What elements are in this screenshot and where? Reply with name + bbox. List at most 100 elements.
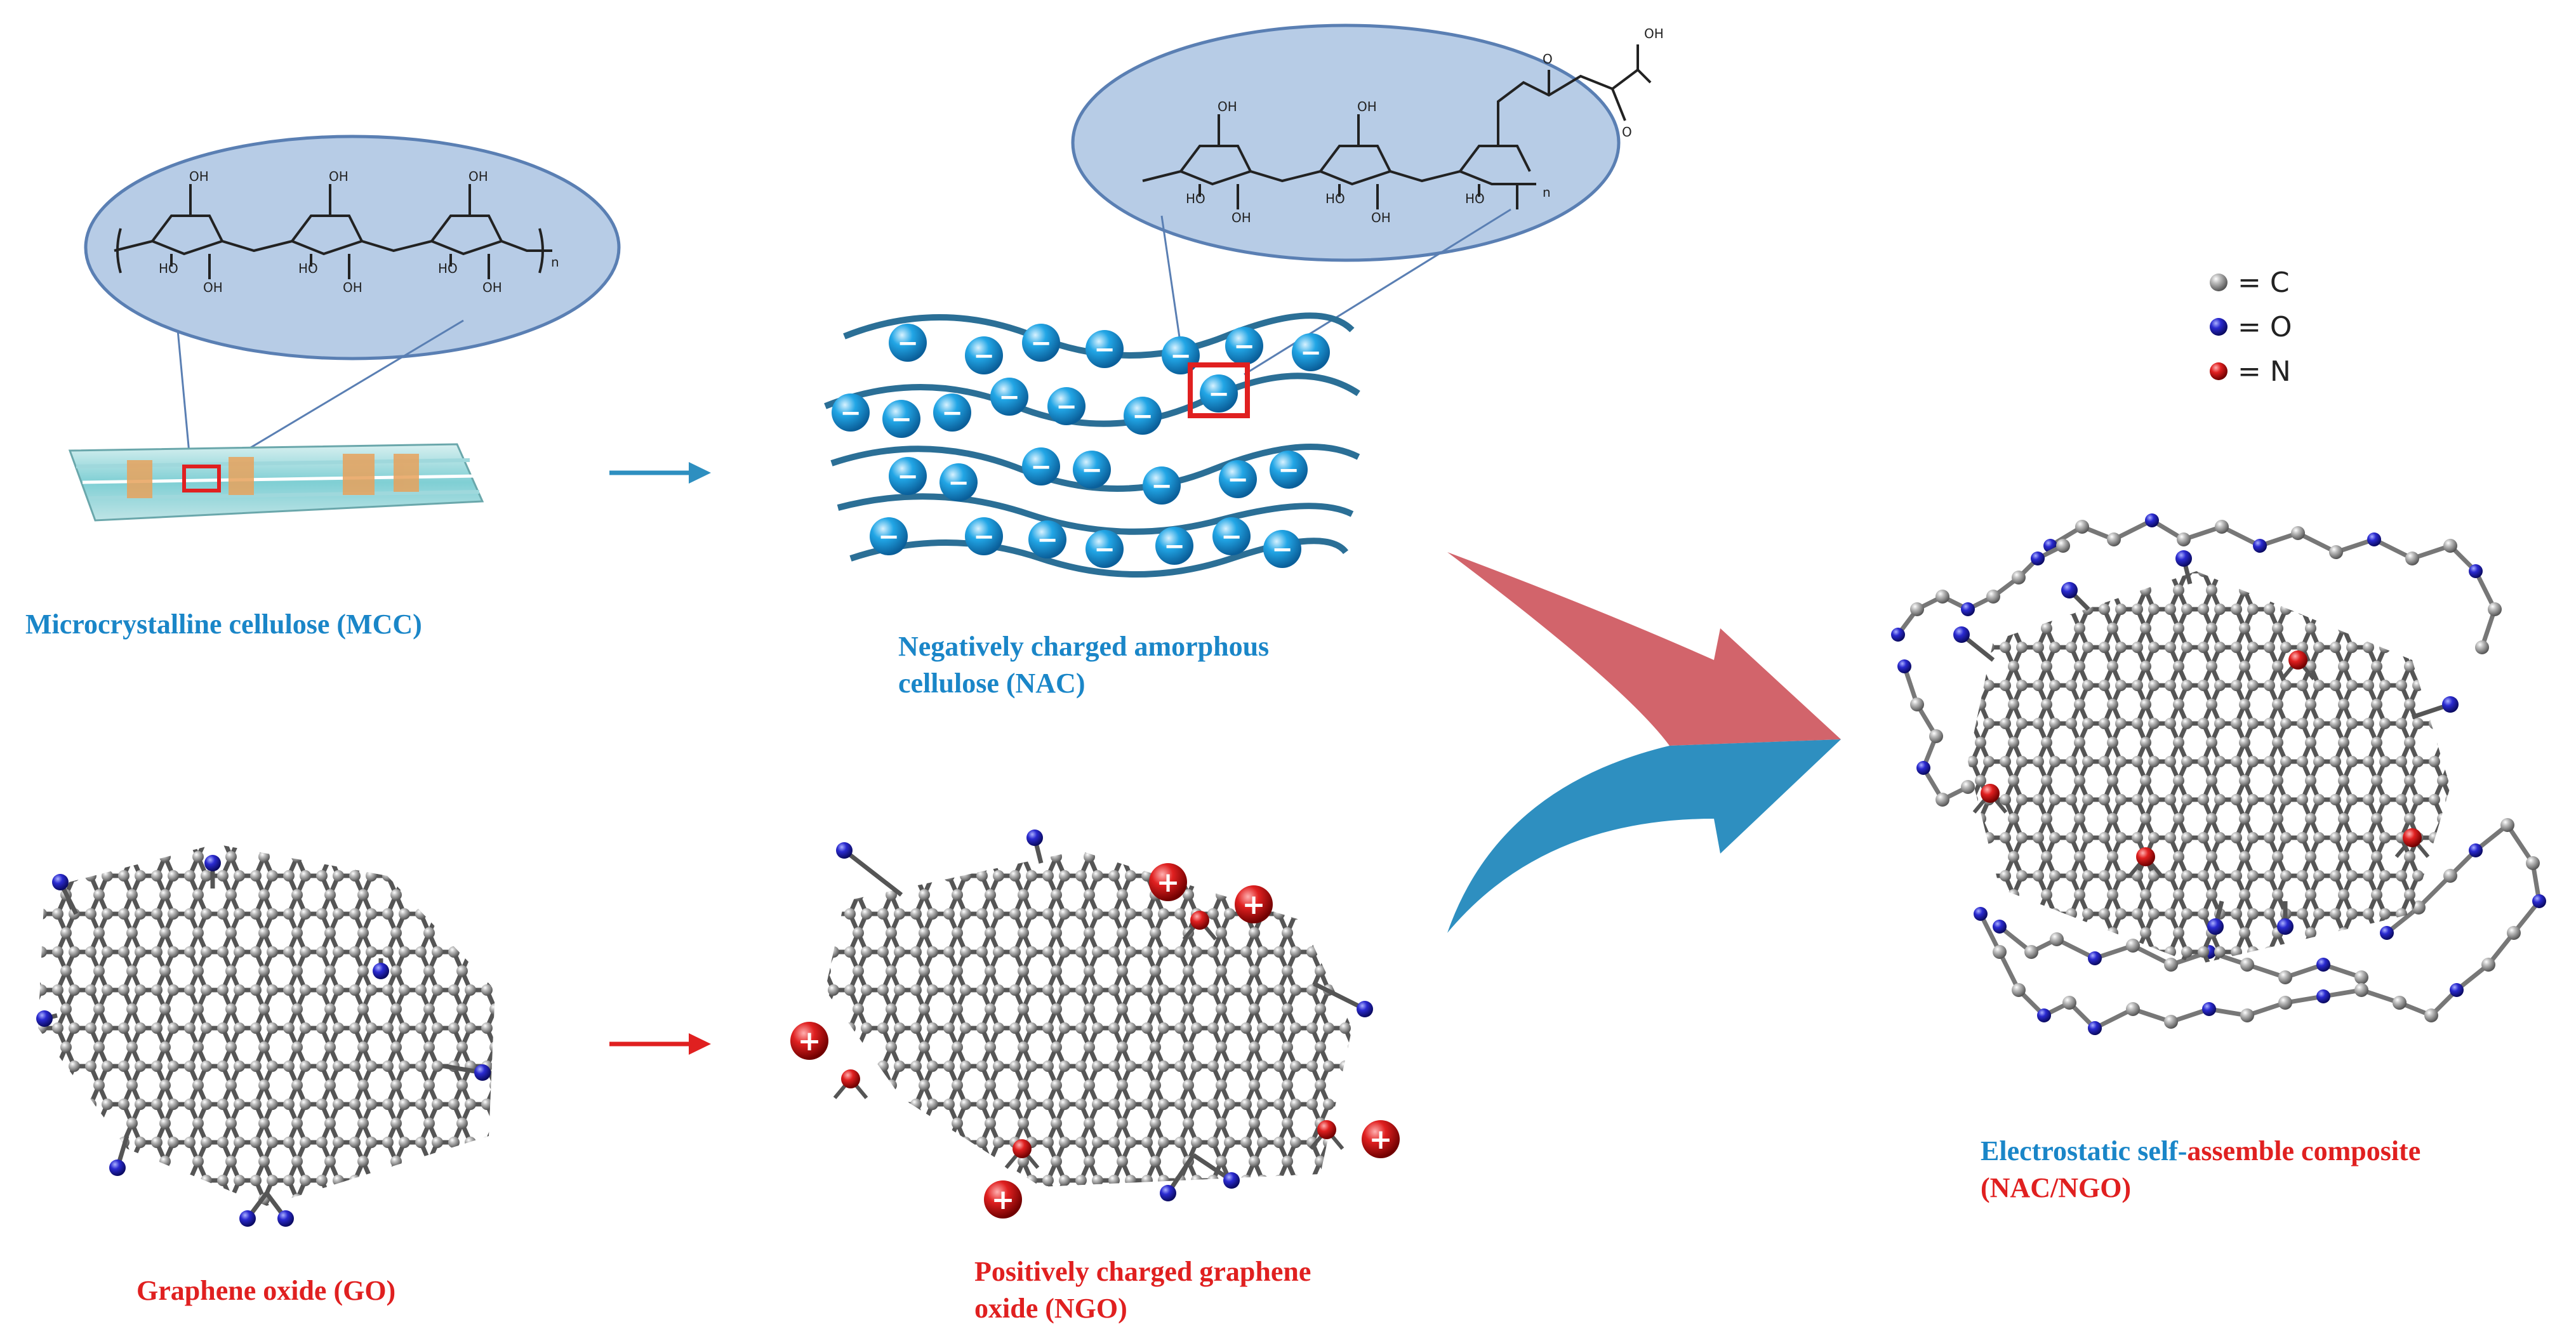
negative-charge-sign: − — [948, 468, 969, 498]
functional-group — [239, 1191, 269, 1227]
negative-charge-sign: − — [1094, 335, 1115, 364]
negative-charge-sign: − — [1221, 522, 1242, 552]
carbon-legend-dot — [2210, 274, 2227, 291]
negative-charge-sign: − — [1300, 338, 1322, 367]
ngo-structure: +++++ — [790, 829, 1400, 1219]
functional-group — [109, 1135, 129, 1176]
composite-polymer-chains — [1891, 513, 2546, 1035]
functional-group — [204, 855, 221, 888]
positive-charge-sign: + — [992, 1184, 1015, 1216]
positive-charge-ball: + — [1149, 863, 1187, 901]
epoxy-group — [1309, 1120, 1344, 1150]
epoxy-group — [2280, 651, 2316, 680]
negative-charge-ball: − — [1212, 517, 1251, 555]
negative-charge-sign: − — [1151, 472, 1172, 501]
nac-zoom-ellipse — [1071, 23, 1621, 262]
carbon-legend-label: = C — [2238, 267, 2290, 299]
functional-group — [836, 842, 903, 897]
negative-charge-sign: − — [840, 399, 861, 428]
functional-group — [444, 1064, 491, 1081]
functional-group — [52, 874, 79, 915]
negative-charge-ball: − — [939, 463, 978, 501]
negative-charge-ball: − — [1022, 324, 1060, 362]
negative-charge-ball: − — [1162, 336, 1200, 374]
mcc-zoom-line-right — [218, 319, 464, 468]
mcc-zoom-ellipse — [84, 135, 621, 360]
composite-atoms — [1953, 550, 2459, 935]
negative-charge-sign: − — [1030, 329, 1052, 358]
nitrogen-legend-dot — [2210, 362, 2227, 380]
nac-oh-label-3: OH — [1232, 210, 1251, 225]
negative-charge-sign: − — [1164, 532, 1185, 561]
functional-group — [265, 1191, 294, 1227]
big-combining-arrow — [1447, 552, 1841, 933]
ngo-label: Positively charged graphene oxide (NGO) — [974, 1253, 1311, 1327]
nac-label: Negatively charged amorphous cellulose (… — [898, 628, 1269, 702]
negative-charge-ball: − — [1200, 374, 1238, 413]
go-functional-groups — [36, 855, 491, 1227]
positive-charge-ball: + — [984, 1180, 1022, 1219]
go-label: Graphene oxide (GO) — [136, 1275, 396, 1306]
epoxy-group — [2394, 828, 2430, 858]
nac-highlight-box — [1188, 362, 1250, 418]
functional-group — [2207, 901, 2224, 935]
negative-charge-ball: − — [965, 336, 1003, 374]
negative-charge-ball: − — [1086, 330, 1124, 368]
negative-charge-ball: − — [1086, 530, 1124, 568]
negative-charge-ball: − — [889, 457, 927, 495]
negative-charge-sign: − — [1227, 465, 1249, 494]
polymer-chain — [1993, 920, 2368, 984]
epoxy-group — [1004, 1139, 1040, 1169]
negative-charge-ball: − — [1263, 530, 1301, 568]
mcc-label: Microcrystalline cellulose (MCC) — [25, 609, 422, 640]
nac-charge-balls: −−−−−−−−−−−−−−−−−−−−−−−−−−−− — [832, 324, 1330, 568]
composite-label-line2: (NAC/NGO) — [1981, 1172, 2132, 1203]
nac-label-line2: cellulose (NAC) — [898, 668, 1086, 699]
arrow-mcc-to-nac — [609, 462, 711, 484]
epoxy-group — [1182, 911, 1218, 941]
nac-oh-label-5: OH — [1644, 26, 1664, 41]
negative-charge-sign: − — [1271, 535, 1293, 564]
ngo-functional-groups — [833, 829, 1373, 1201]
nac-ho-label-3: HO — [1465, 191, 1485, 206]
oxygen-legend-label: = O — [2238, 311, 2292, 343]
negative-charge-ball: − — [1073, 451, 1111, 489]
positive-charge-ball: + — [790, 1022, 828, 1060]
nac-zoom-line-left — [1160, 215, 1182, 347]
positive-charge-ball: + — [1235, 885, 1273, 923]
negative-charge-sign: − — [1233, 332, 1255, 361]
negative-charge-sign: − — [897, 329, 919, 358]
mcc-ho-label-2: HO — [298, 261, 318, 276]
big-arrow-red-part — [1447, 552, 1841, 746]
negative-charge-ball: − — [1028, 520, 1066, 558]
negative-charge-sign: − — [878, 522, 900, 552]
negative-charge-ball: − — [933, 393, 971, 432]
polymer-chain — [2380, 818, 2546, 1022]
negative-charge-sign: − — [1037, 525, 1058, 555]
go-structure — [36, 844, 495, 1227]
mcc-ho-label-1: HO — [159, 261, 178, 276]
nac-zoom-line-right — [1244, 208, 1511, 376]
mcc-oh-label-1: OH — [189, 169, 209, 184]
functional-group — [1953, 626, 1995, 662]
composite-structure — [1891, 513, 2546, 1035]
composite-graphene-sheet — [1968, 571, 2450, 965]
negative-charge-ball: − — [832, 393, 870, 432]
mcc-oh-label-2: OH — [329, 169, 349, 184]
mcc-zoom-line-left — [176, 329, 192, 467]
negative-charge-ball: − — [1219, 460, 1257, 498]
composite-label-line1: Electrostatic self-assemble composite — [1981, 1133, 2420, 1170]
nac-oh-label-1: OH — [1218, 99, 1237, 114]
functional-group — [2277, 901, 2294, 935]
negative-charge-ball: − — [1047, 387, 1086, 425]
negative-charge-sign: − — [1030, 453, 1052, 482]
oxygen-legend-dot — [2210, 318, 2227, 336]
legend: = C = O = N — [2210, 267, 2292, 388]
polymer-chain — [1891, 539, 2070, 642]
negative-charge-sign: − — [1056, 392, 1077, 421]
epoxy-group — [1972, 784, 2008, 814]
nac-label-line1: Negatively charged amorphous — [898, 631, 1270, 662]
functional-group — [1192, 1153, 1240, 1189]
negative-charge-sign: − — [891, 405, 912, 434]
